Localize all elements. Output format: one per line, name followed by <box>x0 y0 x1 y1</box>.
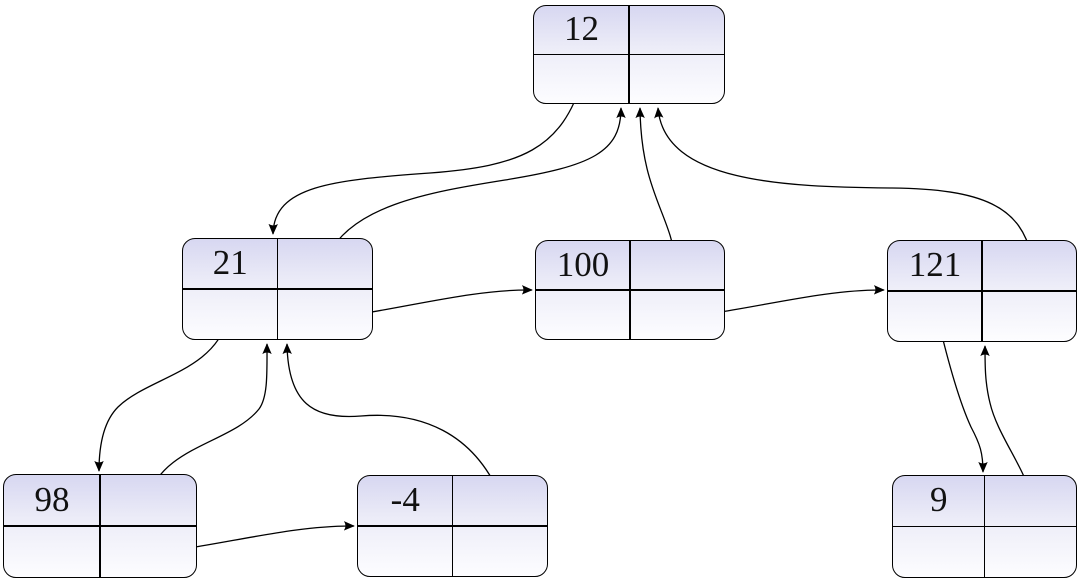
node-key: 9 <box>930 480 948 520</box>
node-key: 21 <box>212 243 248 282</box>
next-pointer-cell <box>453 526 548 576</box>
edge-parent-n9-to-n121 <box>980 345 1031 493</box>
node-21: 21 <box>182 238 373 340</box>
edge-parent-n121-to-n12 <box>654 107 1033 260</box>
node-key: 100 <box>556 244 610 284</box>
child-pointer-cell <box>534 55 629 104</box>
child-pointer-cell <box>888 291 982 341</box>
next-pointer-cell <box>629 55 724 104</box>
node-key: -4 <box>390 480 420 519</box>
node-divider-vertical <box>451 476 454 576</box>
parent-pointer-cell <box>278 239 373 289</box>
node-key: 98 <box>34 479 70 519</box>
parent-pointer-cell <box>100 475 196 526</box>
node-98: 98 <box>3 474 197 578</box>
edge-parent-nm4-to-n21 <box>282 343 501 496</box>
node-divider-vertical <box>628 6 630 103</box>
node-100: 100 <box>535 240 725 340</box>
next-pointer-cell <box>100 526 196 577</box>
parent-pointer-cell <box>985 476 1077 527</box>
node-divider-vertical <box>629 241 631 339</box>
node-key: 121 <box>908 245 962 284</box>
parent-pointer-cell <box>982 241 1076 291</box>
child-pointer-cell <box>183 289 278 339</box>
node-key: 12 <box>564 9 599 49</box>
node-divider-vertical <box>981 241 983 341</box>
parent-pointer-cell <box>453 476 548 526</box>
child-pointer-cell <box>358 526 453 576</box>
node-121: 121 <box>887 240 1077 342</box>
next-pointer-cell <box>982 291 1076 341</box>
parent-pointer-cell <box>629 6 724 55</box>
node-12: 12 <box>533 5 725 104</box>
node-divider-vertical <box>99 475 101 577</box>
node-divider-vertical <box>983 476 986 577</box>
next-pointer-cell <box>278 289 373 339</box>
node-9: 9 <box>892 475 1077 578</box>
child-pointer-cell <box>893 527 985 578</box>
child-pointer-cell <box>536 290 630 339</box>
child-pointer-cell <box>4 526 100 577</box>
parent-pointer-cell <box>630 241 724 290</box>
next-pointer-cell <box>630 290 724 339</box>
next-pointer-cell <box>985 527 1077 578</box>
edge-child-n21-to-n98 <box>94 317 229 472</box>
node-divider-vertical <box>276 239 279 339</box>
node-minus4: -4 <box>357 475 548 577</box>
